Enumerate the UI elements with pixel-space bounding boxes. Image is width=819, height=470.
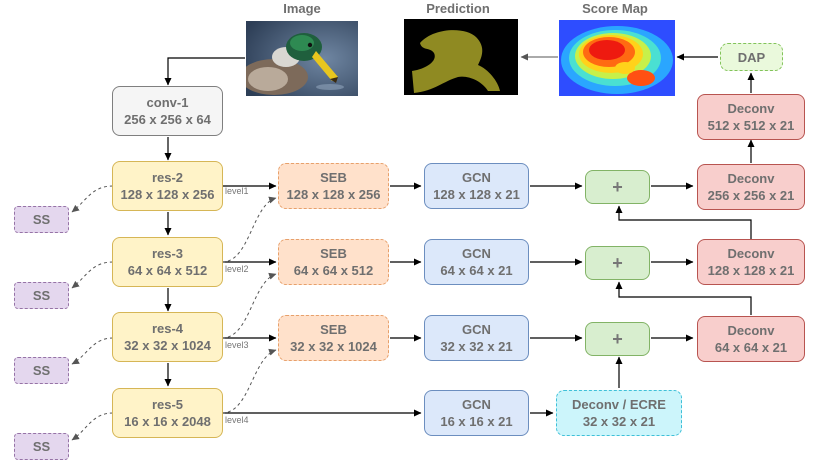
- sum-node: +: [585, 322, 650, 356]
- res4-block: res-4 32 x 32 x 1024: [112, 312, 223, 362]
- res5-name: res-5: [151, 397, 184, 412]
- res5-size: 16 x 16 x 2048: [124, 414, 211, 429]
- ss-box: SS: [14, 433, 69, 460]
- edge-deconv64-sum2: [615, 281, 752, 315]
- score-map-image: [559, 20, 675, 96]
- input-duck-image: [246, 21, 358, 96]
- sum-node: +: [585, 170, 650, 204]
- edge-res3-seb1: [221, 196, 277, 263]
- header-score-map: Score Map: [582, 1, 648, 16]
- conv1-name: conv-1: [146, 95, 189, 110]
- edge-res4-ss3: [71, 337, 114, 365]
- res4-size: 32 x 32 x 1024: [124, 338, 211, 353]
- level-label: level4: [225, 415, 249, 425]
- level-label: level2: [225, 264, 249, 274]
- res2-size: 128 x 128 x 256: [120, 187, 215, 202]
- edge-res2-ss1: [71, 185, 114, 213]
- ss-box: SS: [14, 357, 69, 384]
- level-label: level1: [225, 186, 249, 196]
- dap-block: DAP: [720, 43, 783, 71]
- res4-name: res-4: [151, 321, 184, 336]
- res3-name: res-3: [151, 246, 184, 261]
- res2-block: res-2 128 x 128 x 256: [112, 161, 223, 211]
- prediction-mask-image: [404, 19, 518, 95]
- edge-deconv128-sum1: [615, 205, 752, 239]
- res3-block: res-3 64 x 64 x 512: [112, 237, 223, 287]
- header-image: Image: [283, 1, 321, 16]
- sum-node: +: [585, 246, 650, 280]
- ss-box: SS: [14, 206, 69, 233]
- res5-block: res-5 16 x 16 x 2048: [112, 388, 223, 438]
- level-label: level3: [225, 340, 249, 350]
- res3-size: 64 x 64 x 512: [127, 263, 208, 278]
- res2-name: res-2: [151, 170, 184, 185]
- ss-box: SS: [14, 282, 69, 309]
- edge-res3-ss2: [71, 261, 114, 289]
- edge-res5-seb3: [221, 348, 277, 414]
- edge-res4-seb2: [221, 272, 277, 339]
- conv1-size: 256 x 256 x 64: [124, 112, 211, 127]
- edge-image-conv1: [164, 57, 245, 86]
- header-prediction: Prediction: [426, 1, 490, 16]
- edge-res5-ss4: [71, 412, 114, 441]
- conv1-block: conv-1 256 x 256 x 64: [112, 86, 223, 136]
